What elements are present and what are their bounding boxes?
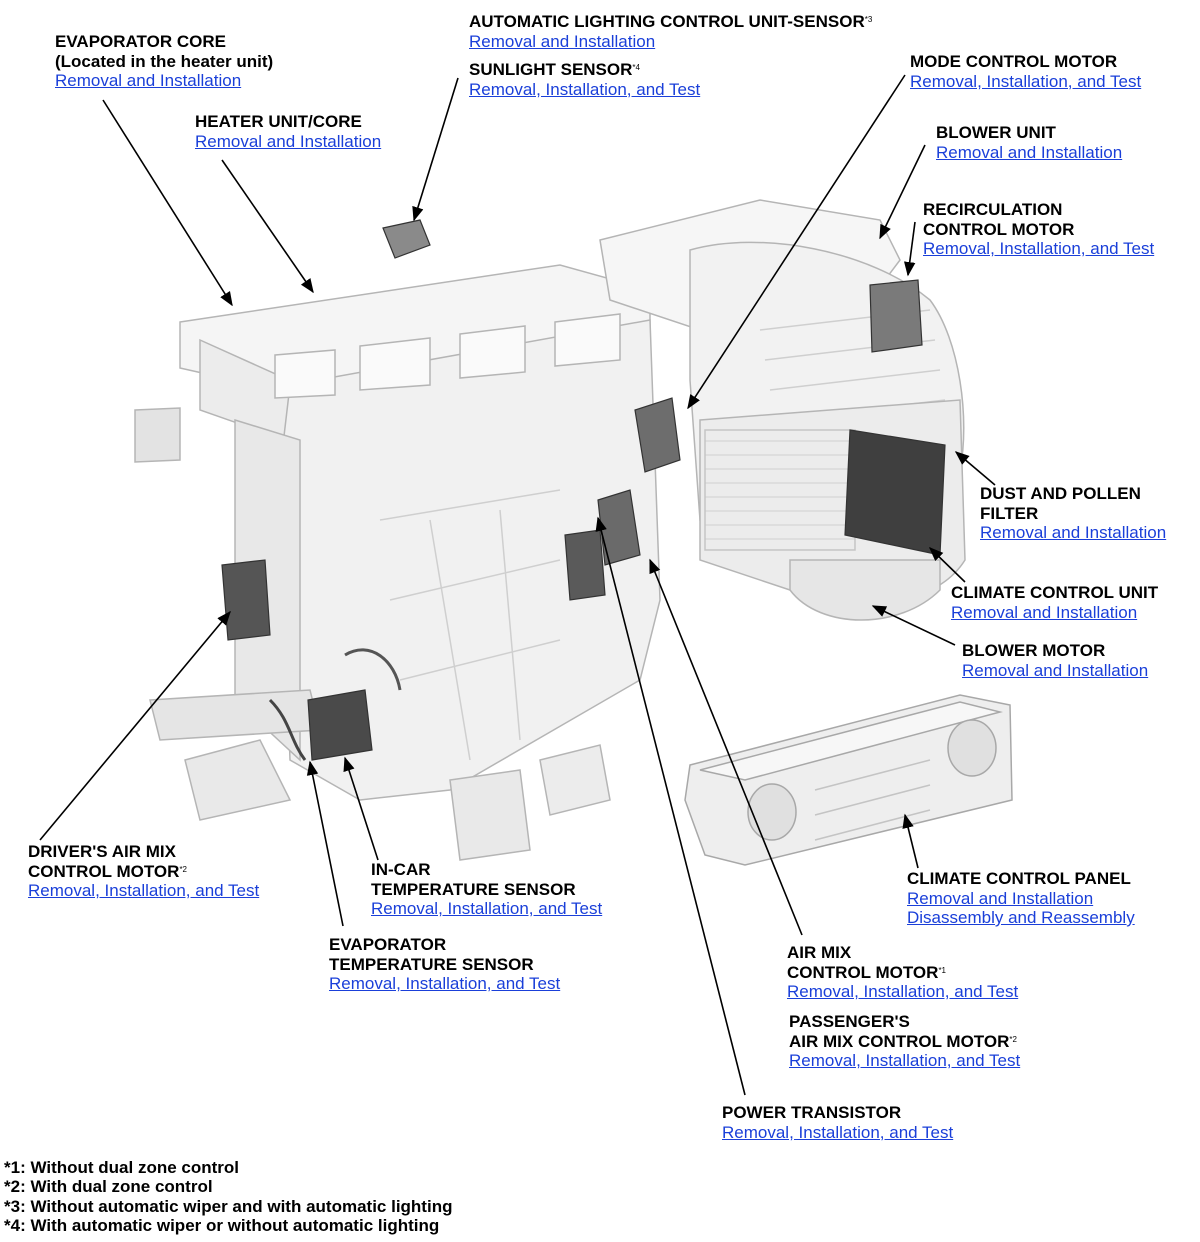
dust-filter-removal-link[interactable]: Removal and Installation — [980, 523, 1167, 542]
callout-title-text: AUTOMATIC LIGHTING CONTROL UNIT-SENSOR — [469, 12, 865, 31]
callout-title: FILTER — [980, 503, 1039, 523]
footnote-ref: *4 — [632, 63, 640, 72]
mode-motor-part — [634, 397, 681, 473]
callout-title: BLOWER MOTOR — [962, 641, 1106, 660]
callout-title: CONTROL MOTOR — [923, 219, 1075, 239]
callout-title: (Located in the heater unit) — [55, 51, 274, 71]
callout-title: POWER TRANSISTOR — [722, 1103, 902, 1122]
callout-mode-control-motor: MODE CONTROL MOTOR Removal, Installation… — [910, 52, 1141, 91]
passengers-air-mix-link[interactable]: Removal, Installation, and Test — [789, 1051, 1021, 1070]
callout-sunlight-sensor: SUNLIGHT SENSOR*4 Removal, Installation,… — [469, 60, 700, 99]
recirculation-motor-part — [869, 279, 923, 353]
incar-sensor-link[interactable]: Removal, Installation, and Test — [371, 899, 603, 918]
callout-title: SUNLIGHT SENSOR*4 — [469, 60, 700, 80]
callout-title: IN-CAR — [371, 860, 431, 879]
callout-title: DRIVER'S AIR MIX — [28, 842, 176, 861]
callout-title: EVAPORATOR — [329, 935, 447, 954]
callout-heater-unit: HEATER UNIT/CORE Removal and Installatio… — [195, 112, 381, 151]
footnote: *2: With dual zone control — [4, 1177, 213, 1197]
air-mix-motor-part — [597, 489, 641, 566]
callout-air-mix-control-motor: AIR MIX CONTROL MOTOR*1 Removal, Install… — [787, 943, 1018, 1002]
component-parts — [221, 219, 946, 761]
footnote-ref: *2 — [179, 864, 187, 874]
callout-recirculation-motor: RECIRCULATION CONTROL MOTOR Removal, Ins… — [923, 200, 1154, 259]
callout-title-text: SUNLIGHT SENSOR — [469, 60, 633, 79]
blower-motor-removal-link[interactable]: Removal and Installation — [962, 660, 1149, 680]
climate-panel-disassembly-link[interactable]: Disassembly and Reassembly — [907, 908, 1135, 927]
callout-auto-lighting-sensor: AUTOMATIC LIGHTING CONTROL UNIT-SENSOR*3… — [469, 12, 872, 51]
climate-control-panel-illustration — [684, 694, 1013, 866]
power-transistor-part — [564, 529, 606, 601]
callout-blower-unit: BLOWER UNIT Removal and Installation — [936, 123, 1122, 162]
callout-title: CONTROL MOTOR*1 — [787, 963, 1018, 983]
callout-title: AUTOMATIC LIGHTING CONTROL UNIT-SENSOR*3 — [469, 12, 872, 32]
recirculation-motor-link[interactable]: Removal, Installation, and Test — [923, 239, 1155, 258]
evap-temp-sensor-link[interactable]: Removal, Installation, and Test — [329, 974, 561, 993]
callout-power-transistor: POWER TRANSISTOR Removal, Installation, … — [722, 1103, 953, 1142]
callout-title: EVAPORATOR CORE — [55, 32, 226, 51]
air-mix-motor-link[interactable]: Removal, Installation, and Test — [787, 982, 1019, 1001]
drivers-motor-part — [221, 559, 271, 641]
incar-sensor-part — [307, 689, 373, 761]
callout-dust-pollen-filter: DUST AND POLLEN FILTER Removal and Insta… — [980, 484, 1166, 543]
callout-blower-motor: BLOWER MOTOR Removal and Installation — [962, 641, 1148, 680]
callout-title: CLIMATE CONTROL PANEL — [907, 869, 1131, 888]
footnote-ref: *3 — [864, 15, 873, 24]
footnotes: *1: Without dual zone control *2: With d… — [4, 1158, 452, 1235]
footnote-ref: *1 — [938, 965, 946, 975]
callout-title-text: CONTROL MOTOR — [787, 962, 939, 982]
callout-title: CONTROL MOTOR*2 — [28, 862, 259, 882]
callout-title: TEMPERATURE SENSOR — [371, 879, 576, 899]
callout-title: RECIRCULATION — [923, 200, 1063, 219]
footnote: *4: With automatic wiper or without auto… — [4, 1215, 440, 1235]
auto-lighting-removal-link[interactable]: Removal and Installation — [469, 31, 656, 51]
callout-climate-control-panel: CLIMATE CONTROL PANEL Removal and Instal… — [907, 869, 1135, 928]
callout-title: CLIMATE CONTROL UNIT — [951, 583, 1159, 602]
callout-evaporator-temperature-sensor: EVAPORATOR TEMPERATURE SENSOR Removal, I… — [329, 935, 560, 994]
climate-control-unit-part — [844, 429, 946, 556]
callout-title: TEMPERATURE SENSOR — [329, 954, 534, 974]
callout-title: HEATER UNIT/CORE — [195, 112, 362, 131]
evaporator-core-removal-link[interactable]: Removal and Installation — [55, 71, 242, 90]
power-transistor-link[interactable]: Removal, Installation, and Test — [722, 1122, 954, 1142]
callout-passengers-air-mix-motor: PASSENGER'S AIR MIX CONTROL MOTOR*2 Remo… — [789, 1012, 1020, 1071]
callout-title: MODE CONTROL MOTOR — [910, 52, 1118, 71]
callout-title: BLOWER UNIT — [936, 123, 1056, 142]
leader-lines — [39, 74, 996, 1096]
callout-drivers-air-mix-motor: DRIVER'S AIR MIX CONTROL MOTOR*2 Removal… — [28, 842, 259, 901]
callout-title: PASSENGER'S — [789, 1012, 910, 1031]
callout-title: AIR MIX CONTROL MOTOR*2 — [789, 1032, 1020, 1052]
sunlight-sensor-part — [382, 219, 431, 259]
callout-title: AIR MIX — [787, 943, 852, 962]
blower-unit-removal-link[interactable]: Removal and Installation — [936, 142, 1123, 162]
mode-control-motor-link[interactable]: Removal, Installation, and Test — [910, 71, 1142, 91]
callout-climate-control-unit: CLIMATE CONTROL UNIT Removal and Install… — [951, 583, 1158, 622]
footnote: *1: Without dual zone control — [4, 1158, 239, 1177]
callout-title-text: AIR MIX CONTROL MOTOR — [789, 1031, 1010, 1051]
climate-panel-removal-link[interactable]: Removal and Installation — [907, 888, 1094, 908]
callout-title: DUST AND POLLEN — [980, 484, 1141, 503]
callout-incar-temperature-sensor: IN-CAR TEMPERATURE SENSOR Removal, Insta… — [371, 860, 602, 919]
heater-unit-removal-link[interactable]: Removal and Installation — [195, 131, 382, 151]
footnote: *3: Without automatic wiper and with aut… — [4, 1196, 453, 1216]
drivers-air-mix-link[interactable]: Removal, Installation, and Test — [28, 881, 260, 900]
sunlight-sensor-link[interactable]: Removal, Installation, and Test — [469, 79, 701, 99]
callout-title-text: CONTROL MOTOR — [28, 861, 180, 881]
heater-housing — [134, 264, 661, 861]
climate-control-unit-link[interactable]: Removal and Installation — [951, 602, 1138, 622]
footnote-ref: *2 — [1009, 1034, 1017, 1044]
callout-evaporator-core: EVAPORATOR CORE (Located in the heater u… — [55, 32, 273, 91]
